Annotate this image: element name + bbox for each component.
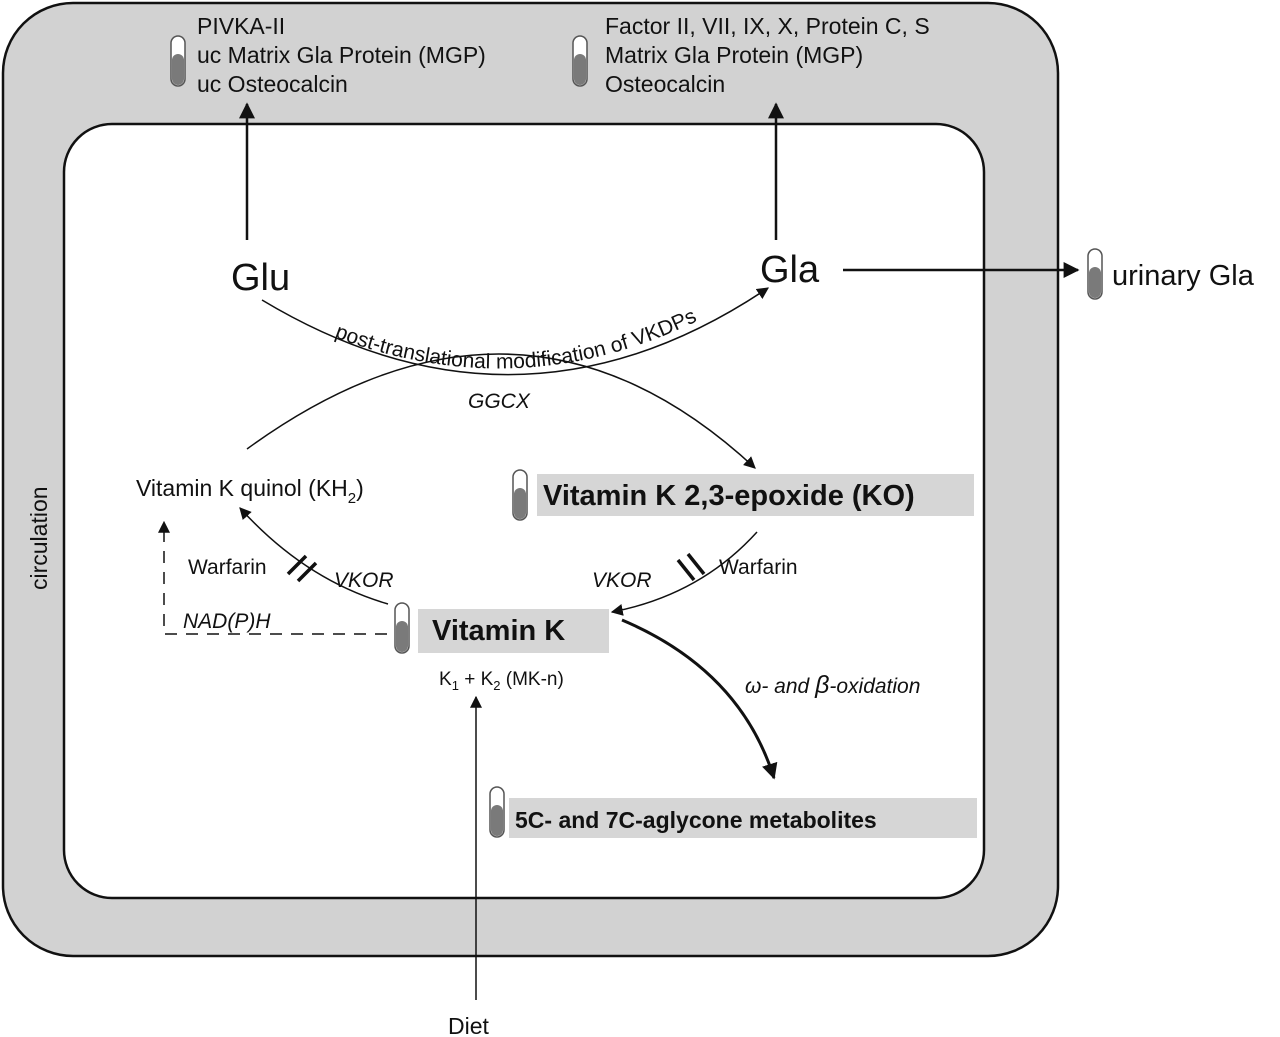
- warfarin-left-label: Warfarin: [188, 556, 267, 579]
- sample-tube-icon: [572, 35, 588, 87]
- svg-text:Factor II, VII, IX, X, Protein: Factor II, VII, IX, X, Protein C, S: [605, 13, 930, 39]
- vkor-right-label: VKOR: [592, 569, 652, 592]
- warfarin-right-label: Warfarin: [719, 556, 798, 579]
- epoxide-highlight-box: [537, 474, 974, 516]
- circulation-label: circulation: [26, 486, 52, 590]
- oxidation-arrow: [621, 618, 778, 780]
- metabolites-highlight-box: [509, 798, 977, 838]
- sample-tube-icon: [489, 786, 505, 838]
- svg-text:uc Matrix Gla Protein (MGP): uc Matrix Gla Protein (MGP): [197, 42, 486, 68]
- carboxylated-protein-list: Factor II, VII, IX, X, Protein C, S Matr…: [605, 13, 930, 97]
- vitamin-k-epoxide-label: Vitamin K 2,3-epoxide (KO): [543, 480, 915, 512]
- vitamin-k-forms-label: K1 + K2 (MK-n): [439, 669, 564, 693]
- vkor-left-label: VKOR: [334, 569, 394, 592]
- svg-text:Osteocalcin: Osteocalcin: [605, 71, 725, 97]
- urinary-gla-label: urinary Gla: [1112, 260, 1255, 292]
- metabolites-label: 5C- and 7C-aglycone metabolites: [515, 807, 877, 833]
- glu-label: Glu: [231, 257, 290, 299]
- sample-tube-icon: [1087, 248, 1103, 300]
- vitamin-k-quinol-label: Vitamin K quinol (KH2): [136, 475, 364, 507]
- ggcx-label: GGCX: [468, 390, 531, 413]
- sample-tube-icon: [170, 35, 186, 87]
- warfarin-block-left-icon: [286, 554, 318, 583]
- warfarin-block-right-icon: [676, 552, 706, 582]
- uncarboxylated-protein-list: PIVKA-II uc Matrix Gla Protein (MGP) uc …: [197, 13, 486, 97]
- nadph-dashed-path: [158, 520, 387, 635]
- svg-text:Matrix Gla Protein (MGP): Matrix Gla Protein (MGP): [605, 42, 863, 68]
- carboxylation-arc: [261, 287, 769, 376]
- sample-tube-icon: [512, 469, 528, 521]
- svg-text:PIVKA-II: PIVKA-II: [197, 13, 285, 39]
- gla-label: Gla: [760, 249, 820, 291]
- sample-tube-icon: [394, 602, 410, 654]
- nadph-label: NAD(P)H: [183, 610, 271, 633]
- oxidation-label: ω- and β-oxidation: [745, 671, 920, 699]
- vitamin-k-label: Vitamin K: [432, 615, 565, 647]
- epoxide-to-vitamin-k-arc: [610, 531, 758, 616]
- diet-label: Diet: [448, 1013, 490, 1037]
- svg-text:uc Osteocalcin: uc Osteocalcin: [197, 71, 348, 97]
- vitamin-k-highlight-box: [418, 609, 609, 653]
- quinol-to-epoxide-arc: [246, 353, 756, 469]
